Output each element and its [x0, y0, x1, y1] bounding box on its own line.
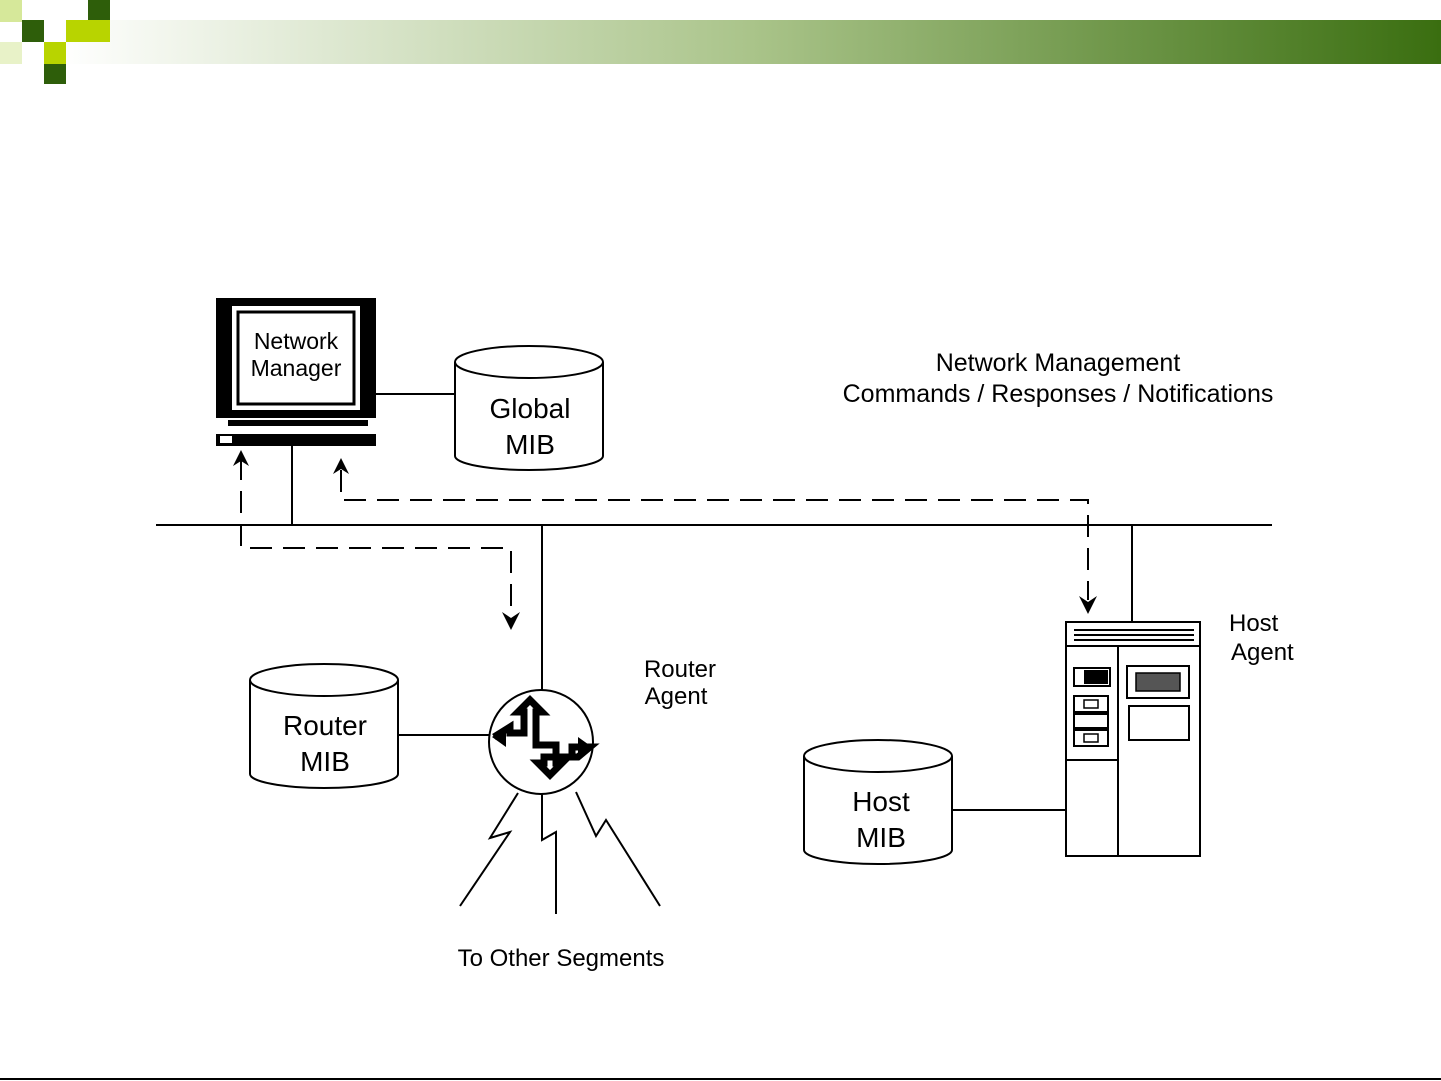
network-manager-line2: Manager [251, 355, 342, 381]
host-mib-line2: MIB [856, 822, 906, 853]
mgmt-label-line2: Commands / Responses / Notifications [843, 380, 1274, 408]
dashed-path-router [241, 458, 511, 616]
host-mib-line1: Host [852, 786, 910, 817]
logo-squares [0, 0, 110, 84]
router-mib-line1: Router [283, 710, 367, 741]
arrow-down-router [502, 612, 520, 630]
host-computer-icon [1066, 622, 1200, 856]
lightning-link-icon [460, 792, 660, 914]
router-agent-line2: Agent [645, 683, 708, 710]
router-mib-line2: MIB [300, 746, 350, 777]
mgmt-label-line1: Network Management [936, 349, 1181, 377]
host-agent-line1: Host [1229, 610, 1279, 637]
router-icon [489, 690, 593, 794]
dashed-path-host [341, 470, 1088, 600]
global-mib-line2: MIB [505, 429, 555, 460]
segments-label: To Other Segments [458, 945, 665, 972]
header-banner [0, 0, 1441, 84]
host-agent-line2: Agent [1231, 639, 1294, 666]
router-agent-line1: Router [644, 656, 716, 683]
network-manager-line1: Network [254, 328, 339, 354]
global-mib-line1: Global [490, 393, 571, 424]
